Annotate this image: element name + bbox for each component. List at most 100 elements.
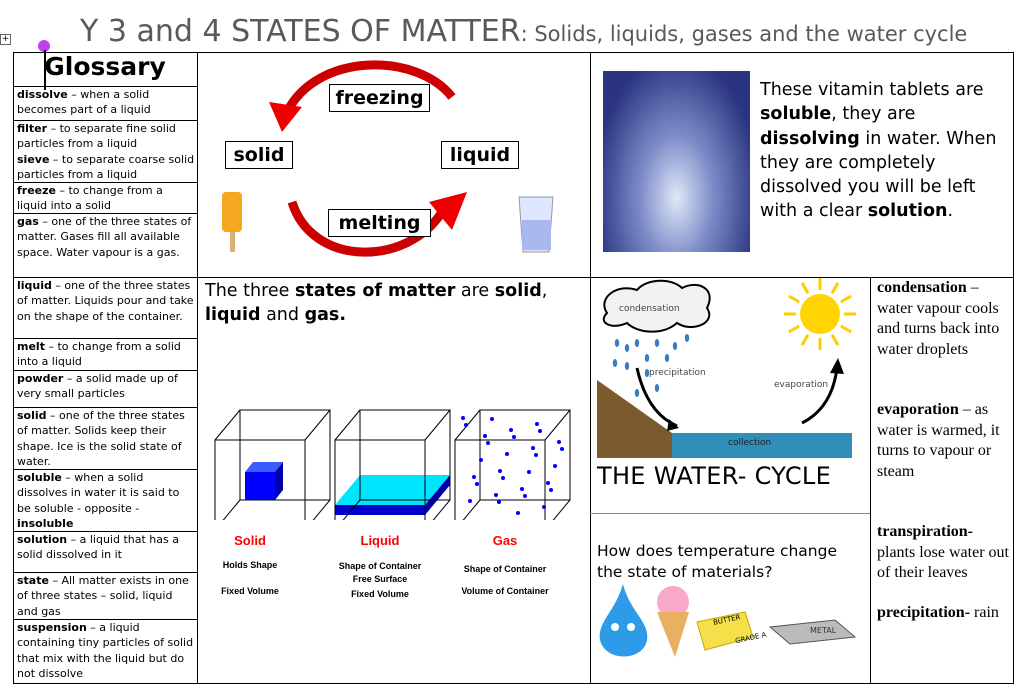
gas-particle (523, 494, 527, 498)
glossary-entry: suspension – a liquid containing tiny pa… (17, 620, 195, 681)
gas-particle (501, 476, 505, 480)
glossary-term: state (17, 574, 49, 587)
state-property: Free Surface (352, 574, 408, 584)
water-cycle-diagram (597, 278, 856, 458)
glossary-definition: – to separate fine solid particles from … (17, 122, 176, 151)
glossary-entry: melt – to change from a solid into a liq… (17, 339, 195, 370)
label-solid: solid (225, 141, 293, 169)
glossary-term: suspension (17, 621, 87, 634)
page-title: Y 3 and 4 STATES OF MATTER: Solids, liqu… (80, 14, 968, 49)
glossary-term: gas (17, 215, 39, 228)
gas-particle (531, 446, 535, 450)
glossary-term: liquid (17, 279, 52, 292)
gas-particle (461, 416, 465, 420)
glossary-definition: – one of the three states of matter. Liq… (17, 279, 194, 323)
label-melting: melting (328, 209, 431, 237)
gas-particle (490, 417, 494, 421)
glossary-definition: – a liquid that has a solid dissolved in… (17, 533, 179, 562)
glossary-term: sieve (17, 152, 50, 166)
gas-particle (512, 435, 516, 439)
glossary-definition: – one of the three states of matter. Gas… (17, 215, 192, 259)
gas-particle (497, 500, 501, 504)
tablets-text: These vitamin tablets are soluble, they … (760, 80, 997, 222)
glossary-definition: – to separate coarse solid particles fro… (17, 152, 195, 181)
metal-label: METAL (810, 626, 837, 635)
label-liquid: liquid (441, 141, 519, 169)
glossary-definition: – one of the three states of matter. Sol… (17, 409, 185, 468)
gas-particle (486, 441, 490, 445)
gas-particle (516, 511, 520, 515)
state-change-cycle-arrows (222, 60, 554, 257)
gas-particle (549, 488, 553, 492)
state-property: Volume of Container (461, 586, 549, 596)
dissolving-tablets-image (603, 71, 750, 252)
glossary-definition: – a solid made up of very small particle… (17, 372, 178, 401)
gas-particle (498, 469, 502, 473)
label-collection: collection (728, 438, 772, 448)
gas-particle (527, 470, 531, 474)
glossary-entry: filter – to separate fine solid particle… (17, 121, 195, 182)
label-condensation: condensation (619, 304, 680, 314)
glossary-definition: – when a solid dissolves in water it is … (17, 471, 180, 515)
table-move-handle[interactable]: + (0, 34, 11, 45)
water-cycle-title: THE WATER- CYCLE (597, 462, 832, 490)
glossary-entry: solid – one of the three states of matte… (17, 408, 195, 469)
state-property: Shape of Container (463, 564, 547, 574)
glossary-term: solid (17, 409, 47, 422)
glossary-definition: – to change from a solid into a liquid (17, 340, 181, 369)
gas-particle (560, 447, 564, 451)
glossary-term-opposite: insoluble (17, 516, 74, 530)
gas-particle (520, 487, 524, 491)
glossary-term: dissolve (17, 88, 68, 101)
label-precipitation: precipitation (649, 368, 706, 378)
gas-particle (546, 481, 550, 485)
glossary-definition: – to change from a liquid into a solid (17, 184, 163, 213)
state-property: Fixed Volume (221, 586, 279, 596)
particle-cubes-diagram (214, 409, 571, 520)
glossary-entry: solution – a liquid that has a solid dis… (17, 532, 195, 563)
water-cycle-term: precipitation- rain (877, 604, 999, 621)
gas-particle (494, 493, 498, 497)
state-name: Gas (492, 533, 518, 548)
glossary-definition: – a liquid containing tiny particles of … (17, 621, 194, 680)
label-evaporation: evaporation (774, 380, 829, 390)
gas-particle (542, 505, 546, 509)
water-cycle-term: condensation – water vapour cools and tu… (877, 279, 1000, 358)
gas-particle (483, 434, 487, 438)
glossary-entry: powder – a solid made up of very small p… (17, 371, 195, 402)
gas-particle (553, 464, 557, 468)
glossary-heading: Glossary (44, 52, 166, 81)
glossary-entry: dissolve – when a solid becomes part of … (17, 87, 195, 118)
state-name: Liquid (360, 533, 400, 548)
text-cursor (44, 50, 46, 90)
gas-particle (464, 423, 468, 427)
glossary-entry: state – All matter exists in one of thre… (17, 573, 195, 619)
water-cycle-term: transpiration- plants lose water out of … (877, 523, 1009, 581)
glossary-term: solution (17, 533, 68, 546)
label-freezing: freezing (329, 84, 430, 112)
glossary-entry: liquid – one of the three states of matt… (17, 278, 195, 324)
gas-particle (509, 428, 513, 432)
gas-particle (505, 452, 509, 456)
temperature-question: How does temperature change the state of… (597, 542, 838, 581)
state-property: Fixed Volume (351, 589, 409, 599)
glossary-definition: – when a solid becomes part of a liquid (17, 88, 151, 117)
glossary-term: powder (17, 372, 64, 385)
gas-particle (472, 475, 476, 479)
gas-particle (475, 482, 479, 486)
state-name: Solid (234, 533, 266, 548)
glossary-term: filter (17, 122, 48, 135)
temperature-images (599, 584, 857, 657)
gas-particle (534, 453, 538, 457)
glossary-term: freeze (17, 184, 56, 197)
state-property: Shape of Container (338, 561, 422, 571)
glossary-definition: – All matter exists in one of three stat… (17, 574, 189, 618)
water-cycle-term: evaporation – as water is warmed, it tur… (877, 401, 1000, 480)
state-property: Holds Shape (222, 560, 278, 570)
gas-particle (535, 422, 539, 426)
gas-particle (468, 499, 472, 503)
glossary-term: melt (17, 340, 45, 353)
text-cursor (38, 40, 50, 52)
glossary-entry: gas – one of the three states of matter.… (17, 214, 195, 260)
gas-particle (557, 440, 561, 444)
